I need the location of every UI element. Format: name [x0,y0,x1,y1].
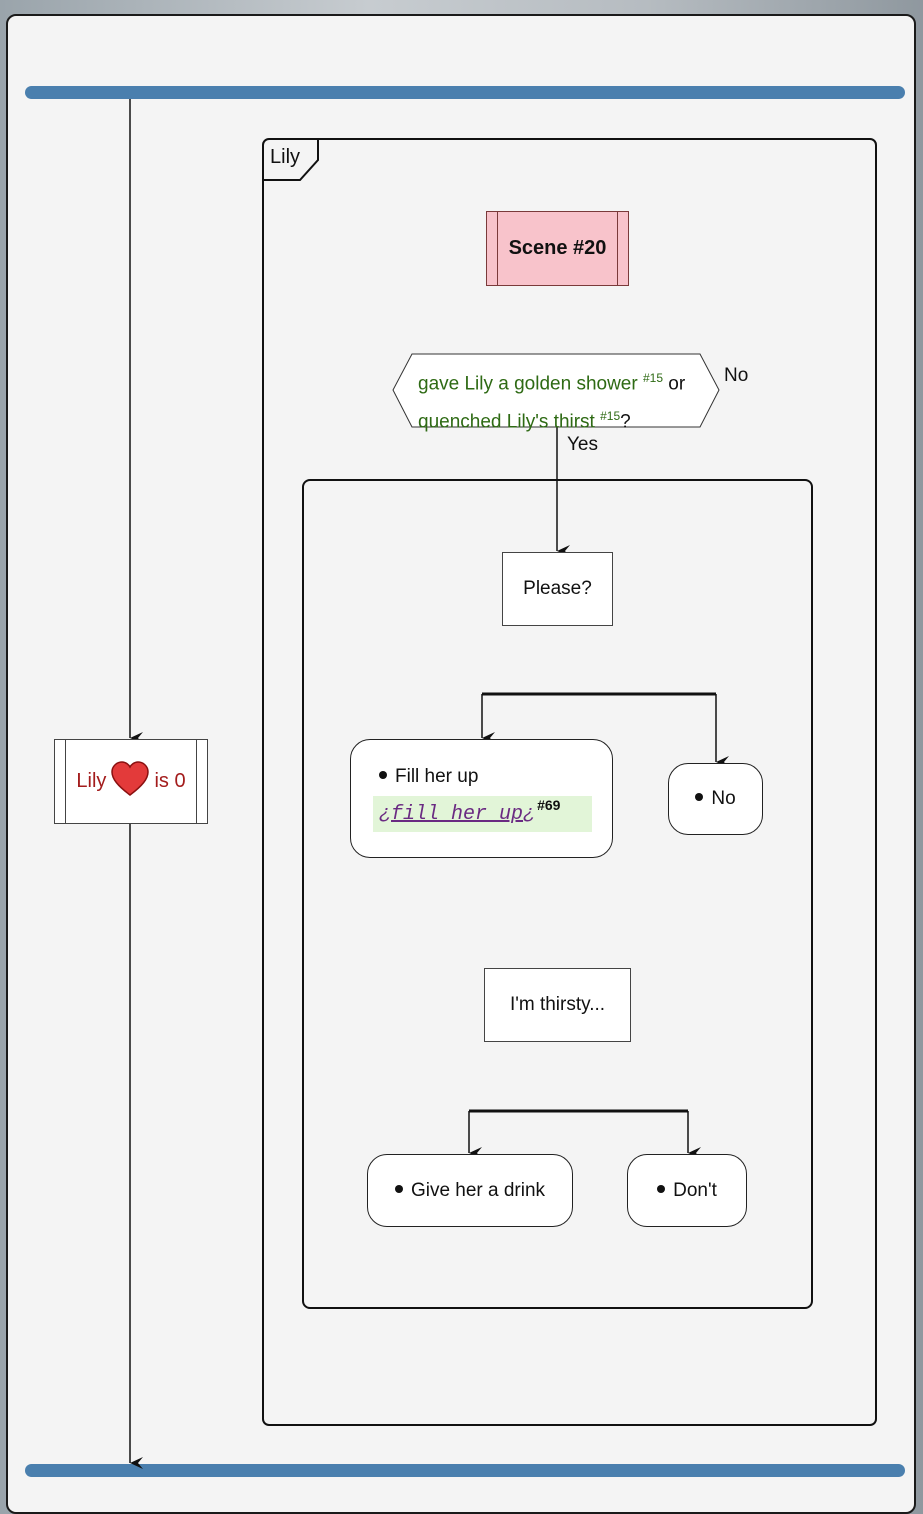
condition-line-1: gave Lily a golden shower #15 or [418,362,708,400]
scene-title-box: Scene #20 [486,211,629,286]
branch-no-label: No [724,365,749,386]
prompt-please: Please? [502,552,613,626]
fork-bar-bottom [25,1464,905,1477]
frame-tab [263,139,319,181]
prompt-thirsty: I'm thirsty... [484,968,631,1042]
fork-bar-top [25,86,905,99]
code-open-mark: ¿ [379,802,392,826]
scene-title: Scene #20 [508,237,607,259]
choice-drink-text: Give her a drink [410,1179,546,1201]
frame-label: Lily [270,146,301,168]
stat-value: is 0 [154,770,186,792]
stat-name: Lily [76,770,107,792]
prompt-please-text: Please? [523,578,592,599]
bullet-icon [657,1184,666,1193]
bullet-icon [695,793,704,801]
choice-no[interactable]: No [668,763,763,835]
condition-ref-1: #15 [642,371,664,385]
choice-dont[interactable]: Don't [627,1154,747,1227]
condition-text-1: gave Lily a golden shower [418,373,643,395]
bullet-icon [394,1184,403,1193]
lily-frame [262,138,877,1426]
code-close-mark: ¿ [523,802,536,826]
choice-fill-text: Fill her up [395,766,479,787]
condition-qmark: ? [620,411,631,433]
fill-code-block: ¿fill her up¿#69 [373,796,592,832]
choice-group [302,479,813,1309]
condition-hexagon [392,353,720,428]
condition-ref-2: #15 [600,409,621,424]
condition-line-2: quenched Lily's thirst #15? [418,400,708,438]
stat-lily-affection: Lily is 0 [54,739,208,824]
fill-code[interactable]: ¿fill her up¿ [379,803,535,826]
bullet-icon [379,770,387,779]
fill-ref: #69 [537,797,561,813]
prompt-thirsty-text: I'm thirsty... [509,994,606,1015]
condition-text: gave Lily a golden shower #15 or quenche… [418,362,708,439]
heart-icon [110,760,150,803]
choice-give-drink[interactable]: Give her a drink [367,1154,573,1227]
branch-yes-label: Yes [567,434,598,455]
condition-or: or [663,373,686,395]
choice-no-text: No [711,788,736,809]
condition-text-2: quenched Lily's thirst [418,411,601,433]
choice-dont-text: Don't [673,1179,717,1201]
code-link[interactable]: fill her up [391,802,524,826]
choice-fill-label: Fill her up [379,766,612,788]
